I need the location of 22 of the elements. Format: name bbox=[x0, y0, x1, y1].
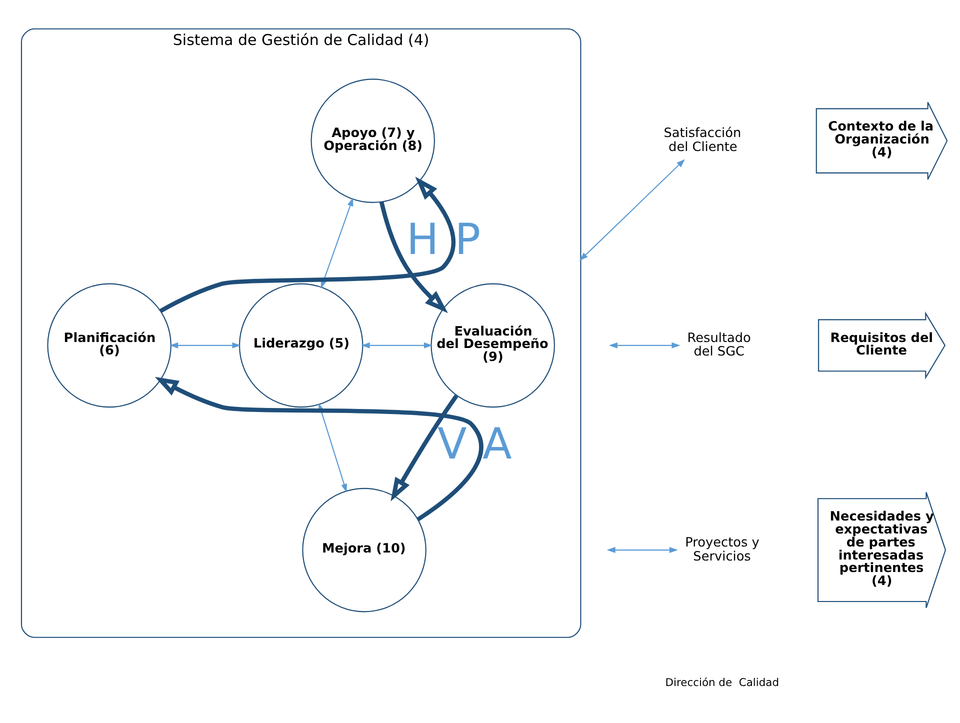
arrow bbox=[580, 159, 685, 261]
arrow bbox=[361, 342, 433, 348]
arrow bbox=[379, 201, 448, 314]
arrow bbox=[606, 547, 678, 554]
node-text: Satisfacción del Cliente bbox=[664, 126, 742, 156]
node-circle: Apoyo (7) y Operación (8) bbox=[310, 78, 435, 203]
arrow bbox=[390, 394, 458, 502]
edge-label: V bbox=[437, 419, 467, 470]
arrow bbox=[160, 176, 456, 313]
node-circle: Liderazgo (5) bbox=[238, 283, 364, 408]
edge-label: A bbox=[482, 419, 512, 470]
arrow bbox=[170, 342, 241, 348]
arrow bbox=[154, 376, 484, 522]
node-text: Resultado del SGC bbox=[687, 330, 751, 360]
node-text: Proyectos y Servicios bbox=[685, 535, 760, 564]
arrow bbox=[608, 342, 680, 348]
edge-label: P bbox=[454, 214, 481, 265]
node-circle: Planificación (6) bbox=[47, 283, 172, 408]
node-circle: Mejora (10) bbox=[302, 488, 426, 612]
edge-label: H bbox=[406, 214, 439, 265]
node-circle: Evaluación del Desempeño (9) bbox=[430, 283, 555, 408]
label: Dirección de Calidad bbox=[665, 676, 779, 690]
